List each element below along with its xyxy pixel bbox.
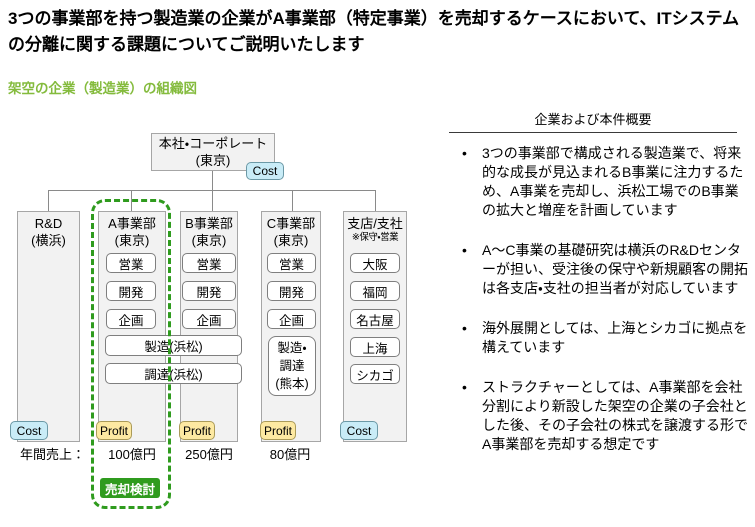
bullet-item: • 海外展開としては、上海とシカゴに拠点を構えています xyxy=(456,319,750,357)
revenue-label: 年間売上： xyxy=(20,447,86,462)
shared-unit-box: 調達(浜松) xyxy=(105,363,242,384)
bullet-marker: • xyxy=(462,145,467,161)
division-name: B事業部 xyxy=(185,216,233,231)
division-name: 支店/支社 xyxy=(347,216,403,231)
division-location: (東京) xyxy=(114,233,150,248)
divestment-badge: 売却検討 xyxy=(100,478,160,498)
bullet-marker: • xyxy=(462,242,467,258)
connector-line xyxy=(292,190,293,211)
division-name: C事業部 xyxy=(266,216,316,231)
bullet-text: 3つの事業部で構成される製造業で、将来的な成長が見込まれるB事業に注力するため、… xyxy=(482,145,744,218)
branch-box: シカゴ xyxy=(350,364,400,384)
overview-rule xyxy=(449,132,737,133)
factory-line: 調達 xyxy=(279,359,305,373)
branch-box: 福岡 xyxy=(350,281,400,301)
division-location: (東京) xyxy=(191,233,227,248)
headquarters-location: (東京) xyxy=(195,153,231,168)
division-location: (東京) xyxy=(273,233,309,248)
division-note: ※保守・営業 xyxy=(351,232,399,243)
factory-line: 製造・ xyxy=(277,341,307,355)
bullet-marker: • xyxy=(462,379,467,395)
overview-heading: 企業および本件概要 xyxy=(534,112,652,127)
revenue-value-a: 100億円 xyxy=(108,447,156,462)
unit-box: 企画 xyxy=(267,309,316,329)
unit-box: 営業 xyxy=(106,253,156,273)
factory-line: (熊本) xyxy=(275,377,309,391)
bullet-marker: • xyxy=(462,320,467,336)
profit-badge-division-c: Profit xyxy=(260,421,296,440)
division-location: (横浜) xyxy=(31,233,66,248)
shared-unit-box: 製造(浜松) xyxy=(105,335,242,356)
connector-line xyxy=(48,190,49,211)
cost-badge-rnd: Cost xyxy=(10,421,48,440)
connector-line xyxy=(212,190,213,211)
unit-box: 開発 xyxy=(267,281,316,301)
bullet-item: • ストラクチャーとしては、A事業部を会社分割により新設した架空の企業の子会社と… xyxy=(456,378,750,454)
overview-list: • 3つの事業部で構成される製造業で、将来的な成長が見込まれるB事業に注力するた… xyxy=(456,144,750,475)
bullet-text: A〜C事業の基礎研究は横浜のR&Dセンターが担い、受注後の保守や新規顧客の開拓は… xyxy=(482,242,748,296)
division-name: A事業部 xyxy=(108,216,156,231)
revenue-value-b: 250億円 xyxy=(185,447,233,462)
bullet-item: • 3つの事業部で構成される製造業で、将来的な成長が見込まれるB事業に注力するた… xyxy=(456,144,750,220)
factory-box: 製造・ 調達 (熊本) xyxy=(268,336,316,396)
branch-box: 大阪 xyxy=(350,253,400,273)
unit-box: 営業 xyxy=(267,253,316,273)
branch-box: 名古屋 xyxy=(350,309,400,329)
page-title: 3つの事業部を持つ製造業の企業がA事業部（特定事業）を売却するケースにおいて、I… xyxy=(8,9,740,54)
cost-badge-branches: Cost xyxy=(340,421,378,440)
connector-line xyxy=(212,171,213,191)
connector-line xyxy=(375,190,376,211)
bullet-text: 海外展開としては、上海とシカゴに拠点を構えています xyxy=(482,320,748,355)
connector-line xyxy=(131,190,132,211)
profit-badge-division-b: Profit xyxy=(179,421,215,440)
unit-box: 企画 xyxy=(182,309,236,329)
headquarters-name: 本社・コーポレート xyxy=(158,136,268,151)
cost-badge-headquarters: Cost xyxy=(246,162,284,180)
bullet-item: • A〜C事業の基礎研究は横浜のR&Dセンターが担い、受注後の保守や新規顧客の開… xyxy=(456,241,750,298)
org-node-rnd: R&D (横浜) xyxy=(17,211,80,442)
bullet-text: ストラクチャーとしては、A事業部を会社分割により新設した架空の企業の子会社とした… xyxy=(482,379,748,452)
profit-badge-division-a: Profit xyxy=(96,421,132,440)
revenue-value-c: 80億円 xyxy=(269,447,311,462)
unit-box: 企画 xyxy=(106,309,156,329)
division-name: R&D xyxy=(34,216,63,231)
unit-box: 開発 xyxy=(106,281,156,301)
branch-box: 上海 xyxy=(350,337,400,357)
unit-box: 営業 xyxy=(182,253,236,273)
unit-box: 開発 xyxy=(182,281,236,301)
section-heading: 架空の企業（製造業）の組織図 xyxy=(8,81,197,96)
